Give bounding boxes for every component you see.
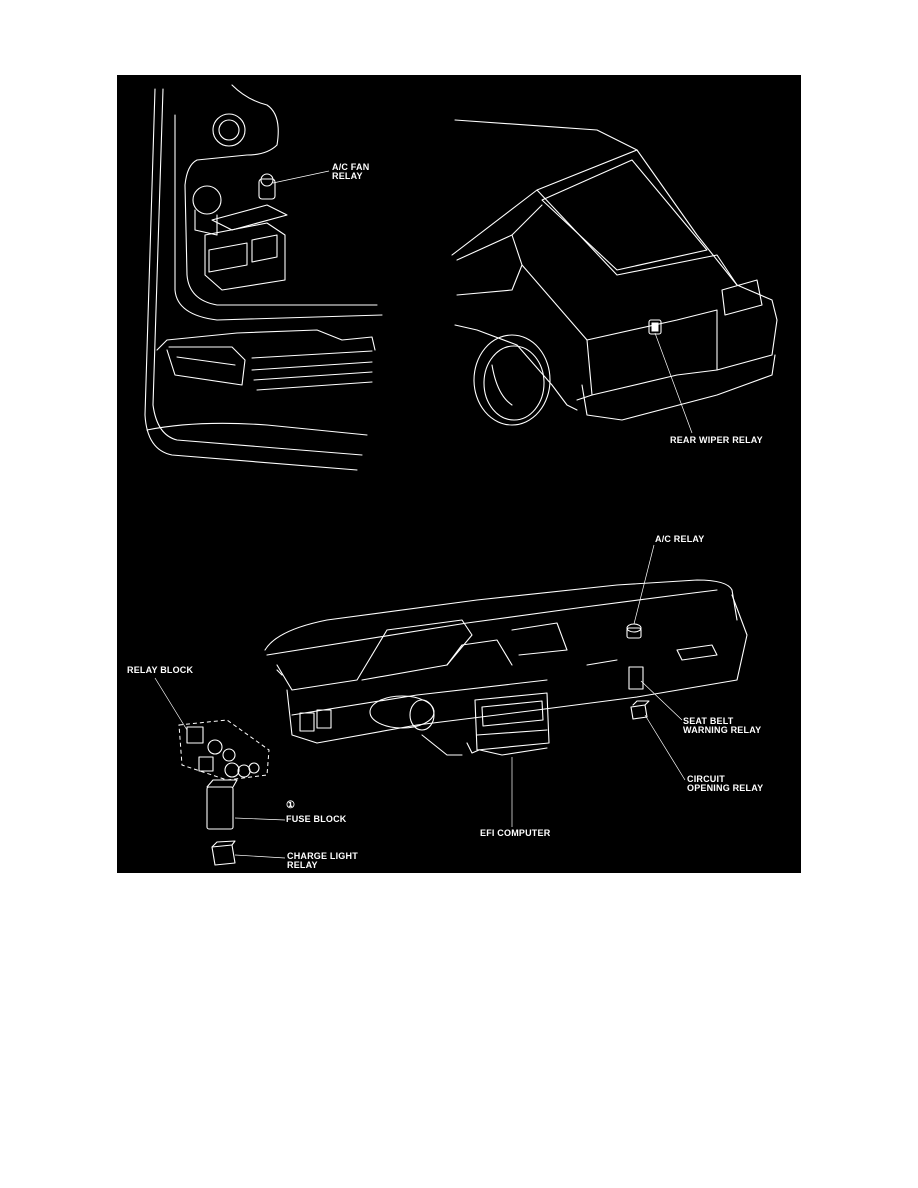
relay-block-drawing xyxy=(178,719,270,781)
fuse-block-label: FUSE BLOCK xyxy=(286,814,347,824)
seat-belt-warning-relay-label: SEAT BELT WARNING RELAY xyxy=(683,716,762,735)
rear-wiper-relay-label: REAR WIPER RELAY xyxy=(670,435,763,445)
component-location-diagram: A/C FAN RELAY REAR WIPER RELAY A/C RELAY… xyxy=(117,75,801,873)
fuse-block-drawing xyxy=(206,786,234,830)
efi-computer-label: EFI COMPUTER xyxy=(480,828,551,838)
charge-light-relay-drawing xyxy=(211,844,236,866)
ac-fan-relay-label: A/C FAN RELAY xyxy=(332,162,370,181)
engine-compartment-drawing xyxy=(144,84,383,471)
ac-relay-label: A/C RELAY xyxy=(655,534,705,544)
fuse-block-symbol: ① xyxy=(286,800,296,811)
line-drawing xyxy=(144,84,778,866)
rear-hatchback-drawing xyxy=(451,119,778,426)
relay-block-label: RELAY BLOCK xyxy=(127,665,194,675)
circuit-opening-relay-label: CIRCUIT OPENING RELAY xyxy=(687,774,764,793)
dashboard-drawing xyxy=(264,579,748,756)
charge-light-relay-label: CHARGE LIGHT RELAY xyxy=(287,851,358,870)
